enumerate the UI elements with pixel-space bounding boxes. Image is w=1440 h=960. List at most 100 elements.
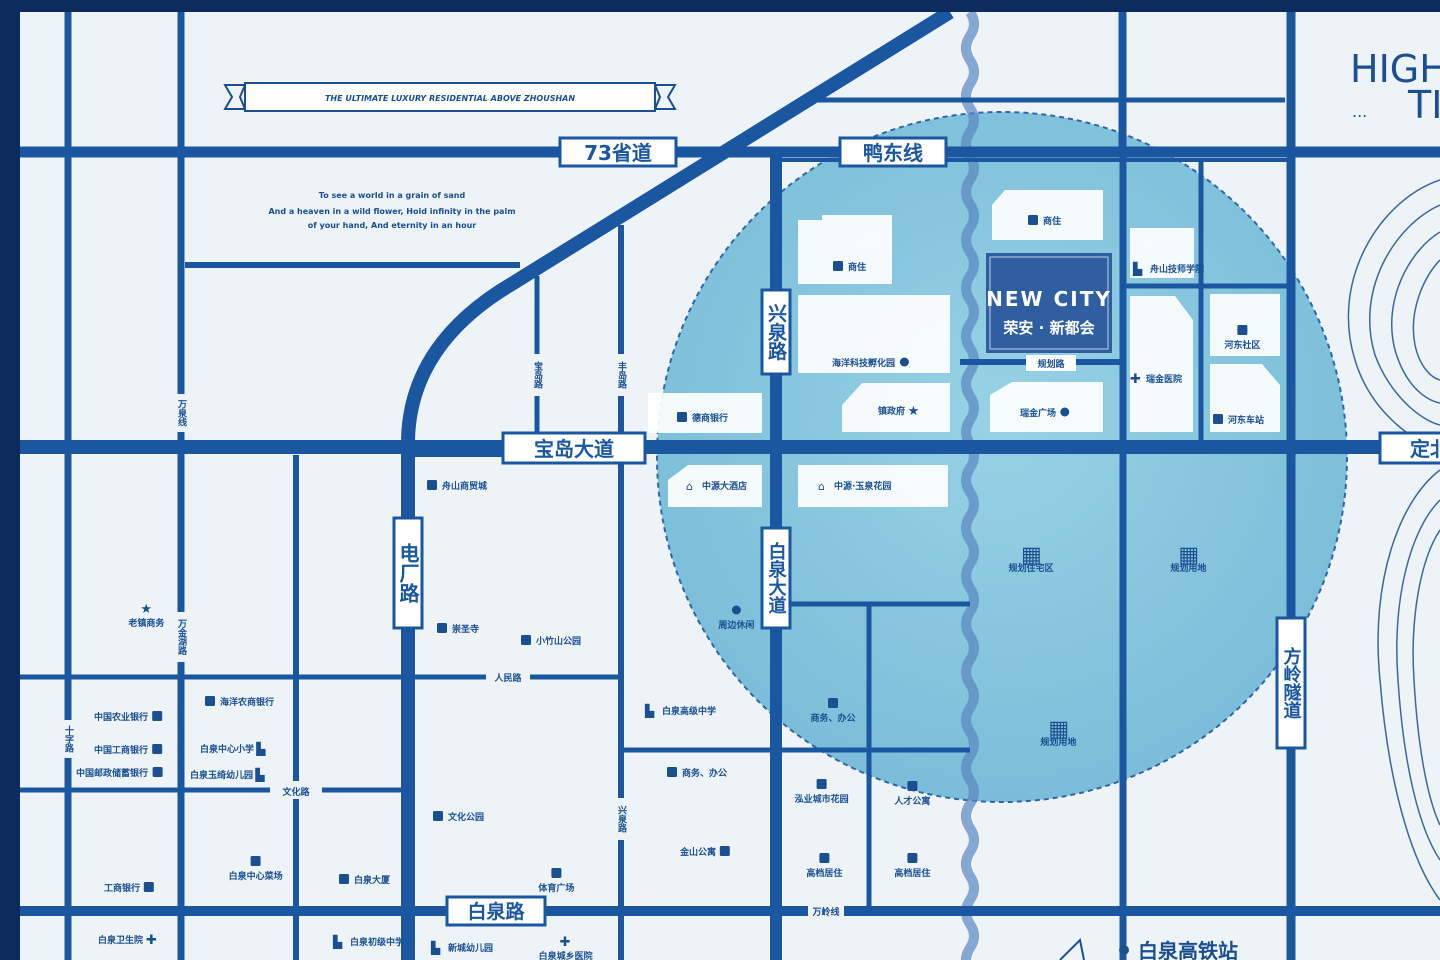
poi-deshang-bank: 德商银行 — [677, 412, 728, 424]
poem: To see a world in a grain of sand And a … — [268, 191, 515, 230]
poi-zhoushan-park: 周边休闲 — [718, 605, 754, 631]
poi-icon — [433, 811, 443, 821]
poi-icon — [1060, 407, 1070, 417]
road-label-baiquan-ave: 白泉大道 — [760, 526, 792, 630]
poi-hedong-station: 河东车站 — [1213, 414, 1264, 426]
poi-ruijin-plaza: 瑞金广场 — [1020, 407, 1070, 419]
road-label-wanling: 万岭线 — [811, 906, 839, 918]
poi-icon: ★ — [908, 404, 920, 419]
svg-text:白泉中心菜场: 白泉中心菜场 — [229, 870, 283, 882]
poi-zhongyuan-hotel: ⌂中源大酒店 — [686, 480, 747, 493]
poi-icon: ▦ — [1021, 543, 1042, 568]
road-label-guihua: 规划路 — [1037, 358, 1065, 370]
poi-icon — [828, 698, 838, 708]
poi-icon: ✚ — [146, 933, 157, 948]
poi-laozhen: ★老镇商务 — [127, 602, 165, 629]
tagline-ribbon: THE ULTIMATE LUXURY RESIDENTIAL ABOVE ZH… — [223, 82, 677, 112]
poi-icon — [143, 882, 154, 892]
poi-gaodang2: 高档居住 — [894, 853, 930, 879]
svg-text:人才公寓: 人才公寓 — [893, 795, 930, 807]
svg-text:规划住宅区: 规划住宅区 — [1008, 562, 1053, 574]
poi-planned-land2: ▦规划用地 — [1040, 717, 1076, 748]
poi-icon — [152, 767, 163, 777]
road-label-wenhua: 文化路 — [281, 786, 310, 798]
major-road-labels: 73省道 鸭东线 宝岛大道 白泉路 定北 兴泉路 — [392, 136, 1440, 927]
poi-icon: ✚ — [1130, 372, 1141, 387]
poi-icon — [339, 874, 349, 884]
svg-text:▙: ▙ — [255, 741, 266, 756]
road-label-xingquan2: 兴泉路 — [616, 804, 628, 833]
road-label-baodao-lu: 宝岛路 — [532, 360, 543, 389]
svg-text:⌂: ⌂ — [818, 480, 825, 493]
poi-shangzhu1: 商住 — [833, 261, 866, 273]
svg-text:小竹山公园: 小竹山公园 — [535, 635, 581, 647]
poi-haiyang-bank: 海洋农商银行 — [205, 696, 274, 708]
poi-gaodang1: 高档居住 — [806, 853, 842, 879]
poi-xiaozhushan: 小竹山公园 — [521, 635, 581, 647]
svg-text:崇圣寺: 崇圣寺 — [452, 623, 479, 635]
poi-icon: ▙ — [1132, 261, 1143, 276]
svg-text:▙: ▙ — [254, 767, 265, 782]
svg-text:中国邮政储蓄银行: 中国邮政储蓄银行 — [76, 767, 148, 779]
svg-text:白泉路: 白泉路 — [467, 900, 525, 923]
svg-text:白泉初级中学: 白泉初级中学 — [350, 936, 404, 948]
svg-text:兴泉路: 兴泉路 — [765, 303, 788, 361]
poi-icon: ★ — [140, 602, 152, 617]
poi-planned-residential: ▦规划住宅区 — [1008, 543, 1053, 574]
road-label-ding: 定北 — [1378, 431, 1440, 465]
svg-text:白泉玉绮幼儿园: 白泉玉绮幼儿园 — [190, 769, 253, 781]
corner-title-line2: TI — [1407, 83, 1440, 127]
svg-text:河东社区: 河东社区 — [1224, 339, 1260, 351]
poi-icon — [152, 744, 163, 754]
svg-text:德商银行: 德商银行 — [692, 412, 728, 424]
svg-text:周边休闲: 周边休闲 — [718, 619, 754, 631]
poem-line-3: of your hand, And eternity in an hour — [308, 221, 477, 230]
poi-icon — [907, 853, 918, 863]
river — [961, 12, 979, 960]
svg-text:老镇商务: 老镇商务 — [127, 617, 165, 629]
svg-text:高档居住: 高档居住 — [894, 867, 930, 879]
svg-text:体育广场: 体育广场 — [538, 882, 574, 894]
poem-line-2: And a heaven in a wild flower, Hold infi… — [268, 207, 515, 216]
svg-text:✚: ✚ — [1130, 372, 1141, 387]
project-logo-cn: 荣安 · 新都会 — [1002, 319, 1094, 337]
poi-hedong-community: 河东社区 — [1224, 325, 1260, 351]
svg-text:▦: ▦ — [1021, 543, 1042, 568]
road-label-shizi: 十字路 — [63, 724, 74, 753]
poi-icon — [899, 357, 909, 367]
minor-road-labels: 宝岛路 丰岛路 万泉线 万金湖路 人民路 文化路 十字路 兴泉路 规划路 万岭线 — [58, 354, 1076, 918]
svg-text:鸭东线: 鸭东线 — [863, 141, 923, 165]
svg-text:中国农业银行: 中国农业银行 — [94, 711, 148, 723]
road-label-s73: 73省道 — [558, 136, 678, 168]
svg-text:海洋科技孵化园: 海洋科技孵化园 — [832, 357, 895, 369]
poem-line-1: To see a world in a grain of sand — [319, 191, 466, 200]
poi-hongye: 泓业城市花园 — [795, 779, 849, 805]
poi-baiquan-kinder: ▙白泉玉绮幼儿园 — [190, 767, 265, 782]
svg-text:▦: ▦ — [1048, 717, 1069, 742]
svg-text:舟山技师学院: 舟山技师学院 — [1150, 263, 1204, 275]
svg-text:电厂路: 电厂路 — [396, 543, 420, 604]
svg-text:⌂: ⌂ — [686, 480, 693, 493]
svg-text:河东车站: 河东车站 — [1228, 414, 1264, 426]
road-label-renmin: 人民路 — [493, 672, 522, 684]
road-label-yadong: 鸭东线 — [838, 136, 948, 168]
road-label-fangling: 方岭隧道 — [1275, 616, 1307, 750]
poi-icon — [833, 261, 843, 271]
poi-icon — [677, 412, 687, 422]
poi-icon: ▙ — [332, 934, 343, 949]
poi-baiquan-health: ✚白泉卫生院 — [98, 933, 157, 948]
road-label-wanjin: 万金湖路 — [176, 619, 188, 656]
poi-icon: ▙ — [255, 741, 266, 756]
svg-text:定北: 定北 — [1410, 437, 1440, 461]
svg-text:白泉高级中学: 白泉高级中学 — [662, 705, 716, 717]
poi-wenhua-park: 文化公园 — [433, 811, 484, 823]
svg-text:海洋农商银行: 海洋农商银行 — [220, 696, 274, 708]
svg-text:商住: 商住 — [848, 261, 866, 273]
corner-title-line1: HIGH — [1350, 47, 1440, 91]
poi-baiquan-high: ▙白泉高级中学 — [644, 703, 716, 718]
svg-text:▙: ▙ — [332, 934, 343, 949]
svg-text:工商银行: 工商银行 — [104, 882, 140, 894]
svg-text:白泉大道: 白泉大道 — [766, 541, 787, 614]
poi-icon — [551, 868, 562, 878]
svg-text:规划用地: 规划用地 — [1040, 736, 1076, 748]
